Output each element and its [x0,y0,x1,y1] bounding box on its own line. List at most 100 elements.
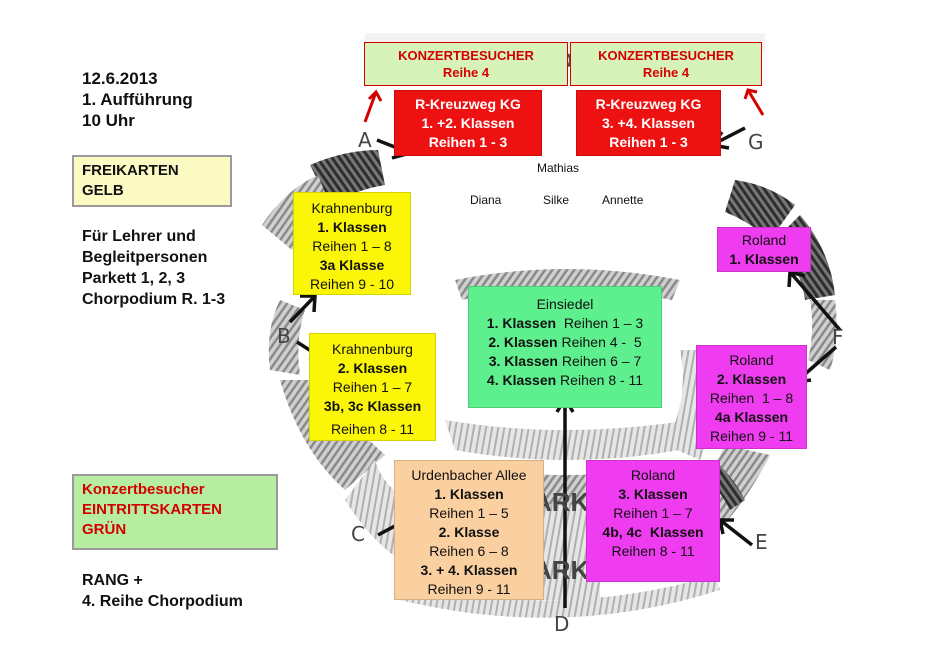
box-line: Reihen 1 – 8 [709,390,794,406]
seat-block-bottom [400,575,720,618]
box-title: Krahnenburg [332,341,413,357]
teachers-note-line: Parkett 1, 2, 3 [82,270,186,287]
box-rows: Reihen 1 - 3 [609,134,688,150]
konzert-box-title: KONZERTBESUCHER [598,48,734,63]
name-silke: Silke [543,193,570,207]
rang-note: RANG + 4. Reihe Chorpodium [82,570,243,612]
seat-box-roland-1: Roland 1. Klassen [717,227,811,272]
box-line: 4b, 4c Klassen [602,524,704,540]
row-class: 3. Klassen [488,353,558,369]
box-title: Roland [741,232,787,248]
legend-freikarten-line2: GELB [82,182,124,199]
seat-box-krahnenburg-2: Krahnenburg 2. Klassen Reihen 1 – 7 3b, … [309,333,436,441]
box-line: 3. + 4. Klassen [420,562,518,578]
legend-konzertbesucher: Konzertbesucher EINTRITTSKARTEN GRÜN [72,474,278,550]
box-line: Reihen 1 – 7 [613,505,693,521]
legend-freikarten: FREIKARTEN GELB [72,155,232,207]
box-title: Einsiedel [536,296,594,312]
seat-box-krahnenburg-1: Krahnenburg 1. Klassen Reihen 1 – 8 3a K… [293,192,411,295]
box-line: 4a Klassen [714,409,789,425]
teachers-note-line: Chorpodium R. 1-3 [82,291,226,308]
konzert-box-row: Reihe 4 [642,65,690,80]
date-text: 12.6.2013 [82,69,158,88]
teachers-note-line: Begleitpersonen [82,249,208,266]
box-classes: 1. +2. Klassen [421,115,515,131]
box-title: Urdenbacher Allee [411,467,527,483]
box-line: Reihen 1 – 7 [332,379,413,395]
entrance-letter-b: B [277,324,291,348]
parkett-arc-2 [445,420,690,460]
konzert-box-right: KONZERTBESUCHER Reihe 4 [570,42,762,86]
einsiedel-row-2: 2. Klassen Reihen 4 - 5 [469,333,661,352]
teachers-note-line: Für Lehrer und [82,228,196,245]
entrance-letter-d: D [554,612,570,636]
box-line: Reihen 6 – 8 [429,543,509,559]
seat-block-right-upper [725,180,795,240]
konzert-box-title: KONZERTBESUCHER [398,48,534,63]
box-line: 1. Klassen [317,219,387,235]
einsiedel-row-3: 3. Klassen Reihen 6 – 7 [469,352,661,371]
box-line: 1. Klassen [729,251,799,267]
name-mathias: Mathias [537,161,580,175]
red-arrows [363,88,765,123]
box-line: Reihen 8 - 11 [330,421,414,437]
rang-note-line: 4. Reihe Chorpodium [82,593,243,610]
seat-box-kreuzweg-right: R-Kreuzweg KG 3. +4. Klassen Reihen 1 - … [576,90,721,156]
box-title: Krahnenburg [311,200,393,216]
seat-box-urdenbacher-allee: Urdenbacher Allee 1. Klassen Reihen 1 – … [394,460,544,600]
legend-konzert-line1: Konzertbesucher [82,481,205,498]
box-title: R-Kreuzweg KG [415,96,521,112]
seat-box-roland-2: Roland 2. Klassen Reihen 1 – 8 4a Klasse… [696,345,807,449]
box-line: 3. Klassen [618,486,688,502]
entrance-letter-f: F [832,325,844,349]
box-line: Reihen 1 – 5 [429,505,509,521]
name-annette: Annette [602,193,644,207]
konzert-box-row: Reihe 4 [442,65,490,80]
box-title: R-Kreuzweg KG [595,96,702,112]
box-line: 2. Klasse [438,524,500,540]
box-line: 3a Klasse [319,257,385,273]
row-range: Reihen 1 – 3 [556,315,644,331]
rang-note-line: RANG + [82,572,143,589]
box-title: Roland [729,352,774,368]
box-line: 3b, 3c Klassen [323,398,422,414]
entrance-letter-a: A [358,128,372,152]
legend-konzert-line2: EINTRITTSKARTEN [82,501,222,518]
seat-box-roland-3: Roland 3. Klassen Reihen 1 – 7 4b, 4c Kl… [586,460,720,582]
row-range: Reihen 6 – 7 [557,353,642,369]
box-line: Reihen 8 - 11 [611,543,695,559]
box-line: Reihen 9 - 10 [309,276,395,292]
name-diana: Diana [470,193,502,207]
entrance-letter-e: E [755,530,768,554]
teachers-note: Für Lehrer und Begleitpersonen Parkett 1… [82,226,225,310]
time-text: 10 Uhr [82,111,135,130]
einsiedel-row-1: 1. Klassen Reihen 1 – 3 [469,314,661,333]
row-range: Reihen 8 - 11 [556,372,644,388]
performance-text: 1. Aufführung [82,90,193,109]
seat-block-bottom-left [345,460,405,560]
legend-freikarten-line1: FREIKARTEN [82,162,179,179]
box-line: 2. Klassen [716,371,787,387]
seat-block-left-upper [310,150,385,205]
einsiedel-row-4: 4. Klassen Reihen 8 - 11 [469,371,661,390]
seat-box-kreuzweg-left: R-Kreuzweg KG 1. +2. Klassen Reihen 1 - … [394,90,542,156]
box-title: Roland [630,467,676,483]
box-line: 2. Klassen [337,360,408,376]
box-line: Reihen 9 - 11 [709,428,793,444]
box-classes: 3. +4. Klassen [601,115,695,131]
box-rows: Reihen 1 - 3 [428,134,508,150]
legend-konzert-line3: GRÜN [82,521,127,538]
row-class: 2. Klassen [488,334,558,350]
entrance-letter-g: G [748,130,764,154]
seat-block-left-low [268,300,305,375]
konzert-box-left: KONZERTBESUCHER Reihe 4 [364,42,568,86]
row-class: 1. Klassen [486,315,557,331]
row-range: Reihen 4 - 5 [557,334,642,350]
box-line: Reihen 9 - 11 [427,581,511,597]
row-class: 4. Klassen [486,372,557,388]
performance-info: 12.6.2013 1. Aufführung 10 Uhr [82,68,193,131]
entrance-letter-c: C [351,522,365,546]
box-line: Reihen 1 – 8 [312,238,392,254]
seat-box-einsiedel: Einsiedel 1. Klassen Reihen 1 – 3 2. Kla… [468,286,662,408]
box-line: 1. Klassen [434,486,504,502]
